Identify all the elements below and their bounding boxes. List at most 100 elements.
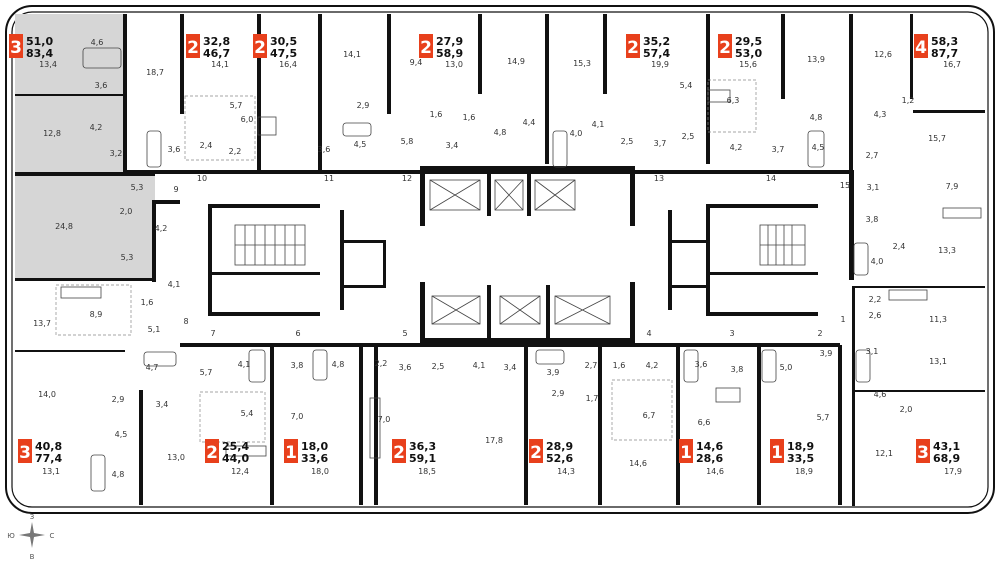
room-area-label: 15,6 [739, 60, 757, 69]
room-area-label: 4,1 [238, 360, 251, 369]
highlighted-apartment [15, 14, 155, 278]
room-area-label: 2,2 [229, 147, 242, 156]
entry-number: 7 [210, 329, 215, 338]
room-area-label: 13,1 [929, 357, 947, 366]
room-count-badge [718, 34, 732, 58]
living-area: 52,6 [546, 452, 573, 465]
room-area-label: 4,1 [168, 280, 181, 289]
living-area: 59,1 [409, 452, 436, 465]
living-area: 53,0 [735, 47, 762, 60]
room-count-badge [419, 34, 433, 58]
room-count-badge [770, 439, 784, 463]
total-area: 18,9 [787, 440, 814, 453]
room-area-label: 15,7 [928, 134, 946, 143]
room-count: 2 [393, 443, 405, 463]
living-area: 28,6 [696, 452, 723, 465]
compass-north: З [30, 513, 35, 521]
room-area-label: 4,2 [646, 361, 659, 370]
total-area: 18,0 [301, 440, 328, 453]
room-area-label: 4,1 [592, 120, 605, 129]
building-inner-outline [11, 11, 989, 508]
room-area-label: 4,8 [494, 128, 507, 137]
room-area-label: 3,6 [695, 360, 708, 369]
living-area: 47,5 [270, 47, 297, 60]
room-count: 3 [19, 443, 31, 463]
room-area-label: 1,6 [613, 361, 626, 370]
entry-number: 8 [183, 317, 188, 326]
room-area-label: 4,4 [523, 118, 536, 127]
living-area: 83,4 [26, 47, 53, 60]
living-area: 57,4 [643, 47, 670, 60]
room-area-label: 3,4 [446, 141, 459, 150]
entry-number: 10 [197, 174, 207, 183]
room-area-label: 13,0 [445, 60, 463, 69]
living-area: 58,9 [436, 47, 463, 60]
room-area-label: 8,9 [90, 310, 103, 319]
building-outline [5, 5, 995, 514]
entry-number: 15 [840, 181, 850, 190]
total-area: 30,5 [270, 35, 297, 48]
room-area-label: 1,7 [586, 394, 599, 403]
room-count: 2 [627, 38, 639, 58]
room-area-label: 2,6 [869, 311, 882, 320]
room-area-label: 16,7 [943, 60, 961, 69]
room-count-badge [626, 34, 640, 58]
room-count: 2 [187, 38, 199, 58]
room-area-label: 17,8 [485, 436, 503, 445]
apartment-label-a5[interactable]: 2 35,257,4 [626, 34, 670, 60]
room-area-label: 12,6 [874, 50, 892, 59]
room-area-label: 4,2 [90, 123, 103, 132]
walls [15, 14, 985, 506]
total-area: 14,6 [696, 440, 723, 453]
room-area-label: 3,1 [867, 183, 880, 192]
room-area-label: 13,1 [42, 467, 60, 476]
room-area-label: 3,4 [504, 363, 517, 372]
room-area-label: 4,5 [354, 140, 367, 149]
living-area: 87,7 [931, 47, 958, 60]
room-area-label: 14,1 [343, 50, 361, 59]
room-area-label: 2,5 [621, 137, 634, 146]
room-area-label: 6,6 [698, 418, 711, 427]
compass-east: С [50, 532, 55, 540]
entry-number: 3 [729, 329, 734, 338]
room-area-label: 18,7 [146, 68, 164, 77]
room-count-badge [253, 34, 267, 58]
total-area: 35,2 [643, 35, 670, 48]
room-area-label: 5,7 [817, 413, 830, 422]
room-area-label: 9,4 [410, 58, 423, 67]
room-area-label: 4,8 [810, 113, 823, 122]
room-area-label: 1,6 [141, 298, 154, 307]
room-area-label: 3,7 [772, 145, 785, 154]
living-area: 44,0 [222, 452, 249, 465]
room-count-badge [392, 439, 406, 463]
room-count: 3 [10, 38, 22, 58]
room-area-label: 7,0 [378, 415, 391, 424]
room-area-label: 14,1 [211, 60, 229, 69]
entry-number: 9 [173, 185, 178, 194]
room-area-label: 5,7 [200, 368, 213, 377]
room-area-label: 2,0 [900, 405, 913, 414]
living-area: 33,5 [787, 452, 814, 465]
room-count-badge [679, 439, 693, 463]
room-count: 2 [719, 38, 731, 58]
room-count-badge [186, 34, 200, 58]
entry-number: 4 [646, 329, 651, 338]
room-area-label: 4,6 [874, 390, 887, 399]
room-area-label: 2,9 [357, 101, 370, 110]
room-area-label: 3,4 [156, 400, 169, 409]
